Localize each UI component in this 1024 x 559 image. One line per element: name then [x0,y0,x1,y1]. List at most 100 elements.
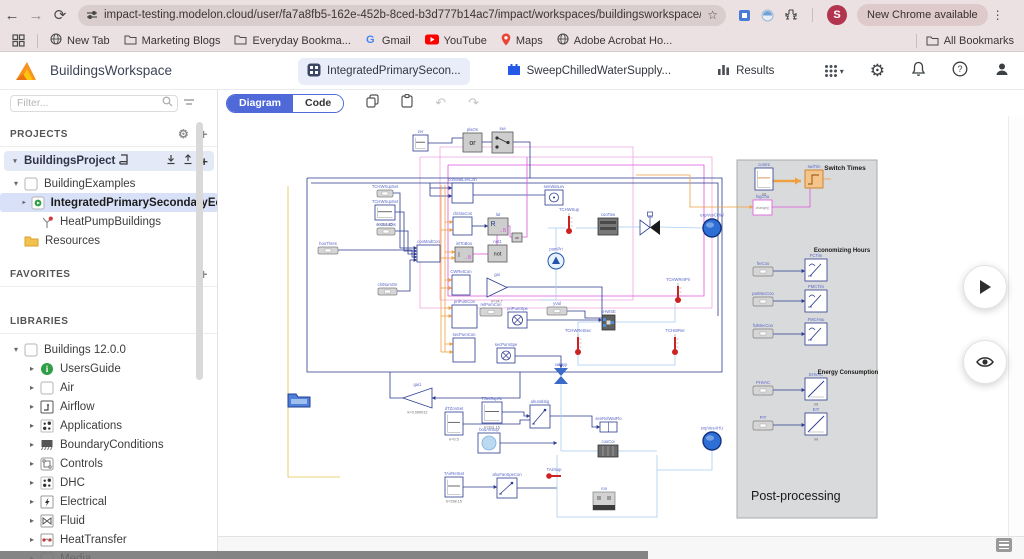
bookmark-maps[interactable]: Maps [501,33,543,49]
canvas-toolbar: Diagram Code ↶ ↷ [218,90,1024,116]
svg-text:senWatLev: senWatLev [544,184,566,189]
copy-icon[interactable] [366,93,379,113]
library-item-electrical[interactable]: ▸Electrical [0,492,218,511]
bookmark-star-icon[interactable]: ☆ [707,8,718,22]
back-icon[interactable]: ← [4,6,20,24]
library-item-boundaryconditions[interactable]: ▸BoundaryConditions [0,435,218,454]
expander-right-icon[interactable]: ▸ [29,535,34,544]
redo-icon[interactable]: ↷ [468,95,480,110]
sidebar-scrollbar[interactable] [196,122,203,380]
expander-down-icon[interactable]: ▾ [13,179,18,188]
folder-icon [124,34,137,48]
bookmark-everyday-bookma-[interactable]: Everyday Bookma... [234,34,351,48]
chevron-down-icon[interactable]: ▾ [13,158,17,165]
project-row-buildingsproject[interactable]: ▾ BuildingsProject + [4,151,214,171]
expander-right-icon[interactable]: ▸ [22,200,26,206]
expander-right-icon[interactable]: ▸ [29,516,34,525]
upload-icon[interactable] [183,154,193,168]
library-item-dhc[interactable]: ▸DHC [0,473,218,492]
svg-text:secPumSpe: secPumSpe [495,342,518,347]
tab-integratedprimarysecon-[interactable]: IntegratedPrimarySecon... [298,57,470,85]
help-icon[interactable]: ? [952,61,968,82]
library-item-buildings-12-0-0[interactable]: ▾Buildings 12.0.0 [0,340,218,359]
bookmark-new-tab[interactable]: New Tab [50,33,110,48]
project-item-buildingexamples[interactable]: ▾BuildingExamples [0,174,218,193]
expander-down-icon[interactable]: ▾ [13,345,18,354]
svg-text:priPumSpe: priPumSpe [507,306,528,311]
project-item-resources[interactable]: Resources [0,231,218,250]
diagram-toggle-button[interactable]: Diagram [227,94,294,112]
library-item-fluid[interactable]: ▸Fluid [0,511,218,530]
inspect-eye-button[interactable] [963,340,1007,384]
undo-icon[interactable]: ↶ [435,95,447,110]
paste-icon[interactable] [401,93,413,113]
filter-tune-icon[interactable] [183,94,195,112]
sidebar: PROJECTS ⚙ + ▾ BuildingsProject + ▾Build… [0,116,218,559]
youtube-icon [424,34,439,48]
tab-results[interactable]: Results [708,58,783,84]
all-bookmarks-button[interactable]: All Bookmarks [912,33,1014,48]
forward-icon[interactable]: → [28,6,44,24]
filter-input[interactable] [10,94,178,112]
library-item-airflow[interactable]: ▸Airflow [0,397,218,416]
projects-gear-icon[interactable]: ⚙ [178,127,190,141]
tab-sweepchilledwatersupply-[interactable]: SweepChilledWaterSupply... [498,58,680,84]
svg-text:Switch Times: Switch Times [824,165,866,172]
expander-right-icon[interactable]: ▸ [29,402,34,411]
new-chrome-button[interactable]: New Chrome available [857,4,988,26]
projects-add-icon[interactable]: + [199,126,208,142]
diagram-icon [307,63,321,80]
svg-text:fulMecCoo: fulMecCoo [753,323,774,328]
svg-text:ahuFanSpeCon: ahuFanSpeCon [492,472,522,477]
code-toggle-button[interactable]: Code [293,94,344,112]
profile-avatar[interactable]: S [827,5,847,25]
svg-text:TCHWRetPri: TCHWRetPri [666,277,690,282]
project-item-heatpumpbuildings[interactable]: HeatPumpBuildings [0,212,218,231]
expander-right-icon[interactable]: ▸ [29,364,34,373]
bookmark-marketing-blogs[interactable]: Marketing Blogs [124,34,220,48]
bookmark-adobe-acrobat-ho-[interactable]: Adobe Acrobat Ho... [557,33,672,48]
fluid-icon [40,514,54,528]
settings-gear-icon[interactable]: ⚙ [869,61,885,80]
extension-blue-icon[interactable] [738,9,751,22]
account-icon[interactable] [994,61,1010,82]
expander-right-icon[interactable]: ▸ [29,440,34,449]
url-bar[interactable]: impact-testing.modelon.cloud/user/fa7a8f… [78,4,726,26]
library-item-controls[interactable]: ▸Controls [0,454,218,473]
expander-right-icon[interactable]: ▸ [29,478,34,487]
svg-text:conInt: conInt [758,162,770,167]
canvas-scroll-area[interactable] [1008,116,1024,536]
run-simulation-button[interactable] [963,265,1007,309]
expander-right-icon[interactable]: ▸ [29,421,34,430]
extensions-puzzle-icon[interactable] [784,8,798,22]
extension-circle-icon[interactable] [761,9,774,22]
library-item-air[interactable]: ▸Air [0,378,218,397]
notifications-bell-icon[interactable] [911,61,926,82]
favorites-add-icon[interactable]: + [199,266,208,282]
console-toggle-icon[interactable] [996,538,1012,552]
library-item-heattransfer[interactable]: ▸HeatTransfer [0,530,218,549]
svg-text:freCoo: freCoo [757,261,770,266]
project-item-integratedprimarysecondaryeconomizer[interactable]: ▸IntegratedPrimarySecondaryEconomizer [0,193,218,212]
svg-text:TCHWRetSec: TCHWRetSec [565,328,591,333]
folder-icon [926,35,939,46]
bookmark-youtube[interactable]: YouTube [424,34,487,48]
browser-menu-icon[interactable]: ⋮ [991,8,1005,22]
tab-groups-icon[interactable] [12,34,25,47]
svg-text:hooThres: hooThres [319,241,337,246]
globe-icon [50,33,62,48]
site-settings-icon[interactable] [86,9,98,21]
expander-right-icon[interactable]: ▸ [29,383,34,392]
apps-grid-icon[interactable]: ▾ [824,64,844,78]
svg-text:senRelWatFlo: senRelWatFlo [595,416,622,421]
reload-icon[interactable]: ⟳ [53,7,67,24]
project-add-icon[interactable]: + [200,153,208,169]
sidebar-filter-row [0,90,218,116]
expander-right-icon[interactable]: ▸ [29,459,34,468]
library-item-applications[interactable]: ▸Applications [0,416,218,435]
download-icon[interactable] [166,154,176,168]
expander-right-icon[interactable]: ▸ [29,497,34,506]
